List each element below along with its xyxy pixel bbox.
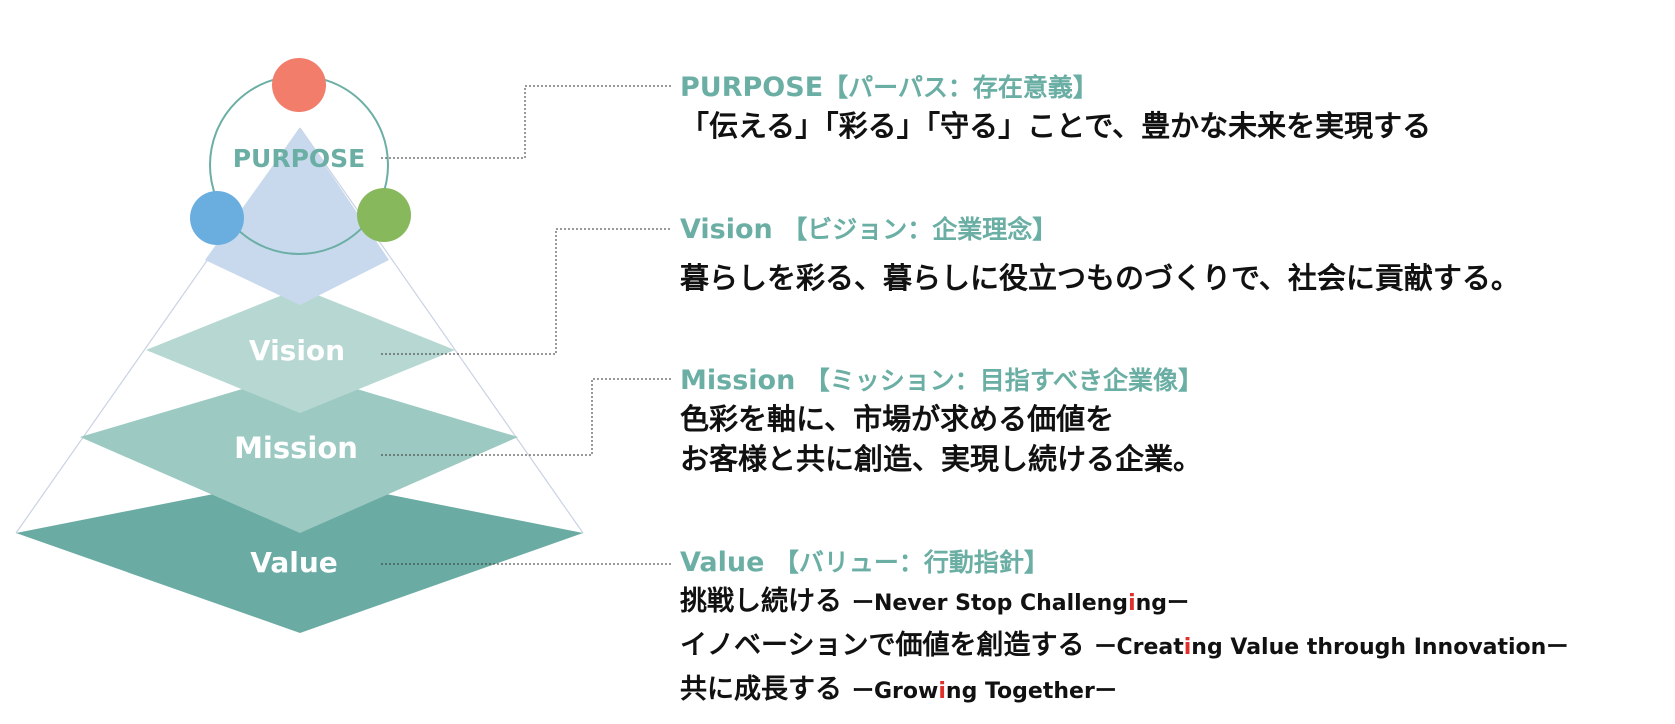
pyramid-purpose-label: PURPOSE (233, 144, 366, 173)
purpose-heading: PURPOSE【パーパス：存在意義】 (680, 70, 1431, 106)
value-layer (16, 477, 583, 633)
value-item-3-en: ーGrowing Togetherー (852, 679, 1117, 704)
purpose-triangle (205, 128, 389, 305)
value-item-1-jp: 挑戦し続ける (680, 586, 842, 617)
mission-layer (80, 372, 518, 533)
circle-green-icon (357, 188, 411, 242)
leader-line-mission (381, 378, 672, 456)
mission-title: Mission (680, 365, 796, 396)
pyramid-vision-label: Vision (249, 334, 345, 367)
vision-block: Vision 【ビジョン：企業理念】 暮らしを彩る、暮らしに役立つものづくりで、… (680, 212, 1520, 298)
value-item-1: 挑戦し続けるーNever Stop Challengingー (680, 581, 1568, 625)
mission-block: Mission 【ミッション：目指すべき企業像】 色彩を軸に、市場が求める価値を… (680, 363, 1203, 479)
mission-heading: Mission 【ミッション：目指すべき企業像】 (680, 363, 1203, 399)
value-item-2: イノベーションで価値を創造するーCreating Value through I… (680, 625, 1568, 669)
value-subtitle: 【バリュー：行動指針】 (773, 548, 1049, 577)
pyramid-mission-label: Mission (234, 431, 358, 465)
pyramid-value-label: Value (250, 546, 338, 579)
purpose-body: 「伝える」「彩る」「守る」ことで、豊かな未来を実現する (680, 109, 1432, 143)
pyramid-outline-right (299, 127, 584, 534)
mission-body-line-1: 色彩を軸に、市場が求める価値を (680, 402, 1115, 436)
value-title: Value (680, 547, 765, 578)
value-item-2-en: ーCreating Value through Innovationー (1094, 635, 1569, 660)
leader-line-purpose (381, 85, 672, 159)
purpose-title: PURPOSE (680, 72, 824, 103)
mission-subtitle: 【ミッション：目指すべき企業像】 (804, 366, 1203, 395)
vision-heading: Vision 【ビジョン：企業理念】 (680, 212, 1520, 248)
value-item-1-en: ーNever Stop Challengingー (852, 591, 1190, 616)
vision-layer (146, 288, 455, 413)
vision-subtitle: 【ビジョン：企業理念】 (782, 215, 1058, 244)
leader-line-vision (381, 228, 672, 355)
value-item-3: 共に成長するーGrowing Togetherー (680, 669, 1568, 713)
value-item-3-jp: 共に成長する (680, 674, 842, 705)
vision-body: 暮らしを彩る、暮らしに役立つものづくりで、社会に貢献する。 (680, 261, 1520, 295)
value-heading: Value 【バリュー：行動指針】 (680, 545, 1568, 581)
value-block: Value 【バリュー：行動指針】 挑戦し続けるーNever Stop Chal… (680, 545, 1568, 713)
purpose-block: PURPOSE【パーパス：存在意義】 「伝える」「彩る」「守る」ことで、豊かな未… (680, 70, 1431, 146)
value-item-2-jp: イノベーションで価値を創造する (680, 630, 1085, 661)
purpose-subtitle: 【パーパス：存在意義】 (823, 73, 1098, 102)
mission-body-line-2: お客様と共に創造、実現し続ける企業。 (680, 442, 1203, 476)
circle-red-icon (272, 58, 326, 112)
vision-title: Vision (680, 214, 773, 245)
circle-blue-icon (190, 191, 244, 245)
